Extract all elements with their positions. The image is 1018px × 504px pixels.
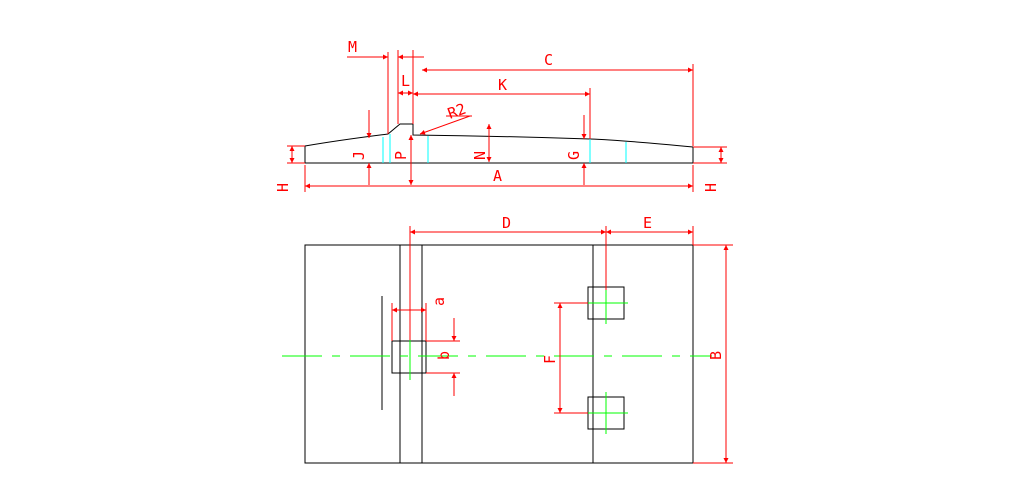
label-b: B <box>707 351 725 360</box>
label-p: P <box>392 151 410 160</box>
dim-r2-leader <box>419 115 471 135</box>
label-m: M <box>348 38 357 56</box>
label-n: N <box>471 151 489 160</box>
label-h-right: H <box>702 183 720 192</box>
label-a-small: a <box>430 297 448 306</box>
side-view <box>287 50 727 192</box>
label-e: E <box>643 214 652 232</box>
label-h-left: H <box>274 183 292 192</box>
label-k: K <box>498 76 507 94</box>
label-g: G <box>565 151 583 160</box>
plan-view <box>282 226 733 464</box>
label-r2: R2 <box>445 100 468 123</box>
label-d: D <box>502 214 511 232</box>
plan-outline <box>304 244 694 464</box>
dimension-labels: A C K M L R2 J P N G H H D E B F a b <box>274 38 725 364</box>
label-f: F <box>541 355 559 364</box>
label-j: J <box>350 151 368 160</box>
label-c: C <box>544 51 553 69</box>
label-l: L <box>401 72 410 90</box>
hole-left <box>391 340 427 374</box>
label-b-small: b <box>435 351 453 360</box>
label-a: A <box>493 167 502 185</box>
side-profile-outline <box>304 123 694 164</box>
